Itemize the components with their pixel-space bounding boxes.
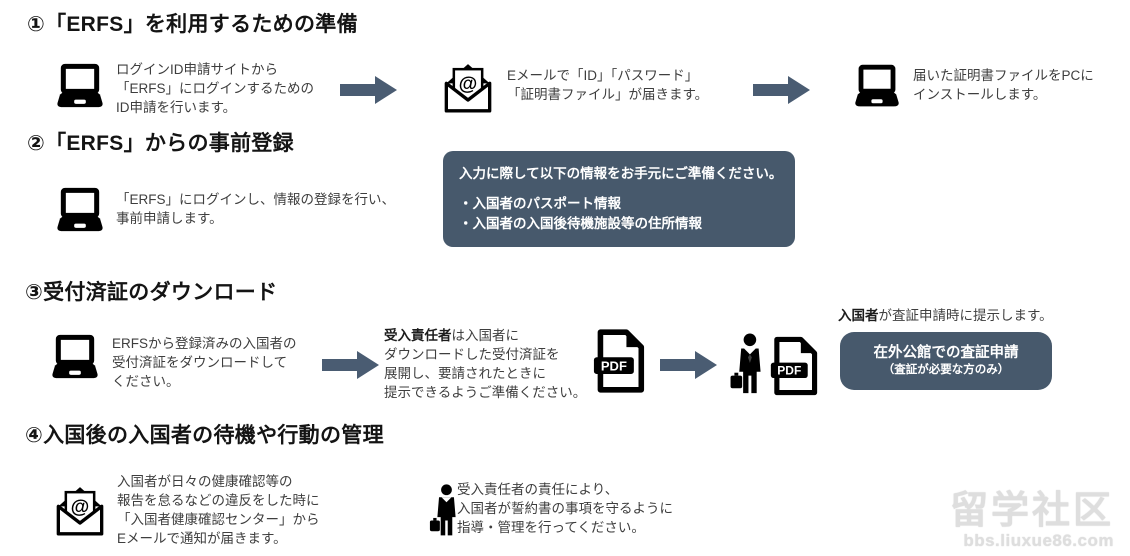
arrow-right-icon xyxy=(753,75,810,105)
watermark: 留学社区 bbs.liuxue86.com xyxy=(949,490,1114,551)
section4-step1-text: 入国者が日々の健康確認等の 報告を怠るなどの違反をした時に 「入国者健康確認セン… xyxy=(117,474,320,547)
section4-step2-text: 受入責任者の責任により、 入国者が誓約書の事項を守るように 指導・管理を行ってく… xyxy=(457,482,673,536)
preparation-info-panel: 入力に際して以下の情報をお手元にご準備ください。 ・入国者のパスポート情報 ・入… xyxy=(443,151,795,247)
email-envelope-icon: @ xyxy=(443,60,493,115)
pdf-file-icon: PDF xyxy=(770,336,818,396)
laptop-icon xyxy=(48,334,102,384)
svg-text:PDF: PDF xyxy=(601,358,627,373)
section3-step2-text: 受入責任者は入国者に ダウンロードした受付済証を 展開し、要請されたときに 提示… xyxy=(384,328,587,401)
traveler-person-icon xyxy=(729,333,765,395)
section1-step3-text: 届いた証明書ファイルをPCに インストールします。 xyxy=(913,68,1094,103)
section2-heading: ②「ERFS」からの事前登録 xyxy=(27,132,294,155)
arrow-right-icon xyxy=(660,350,717,380)
panel-item: ・入国者のパスポート情報 xyxy=(459,196,621,212)
section2-step-text: 「ERFS」にログインし、情報の登録を行い、 事前申請します。 xyxy=(116,192,396,227)
laptop-icon xyxy=(53,187,107,237)
section1-heading: ①「ERFS」を利用するための準備 xyxy=(27,13,358,36)
email-envelope-icon: @ xyxy=(55,483,105,538)
panel-item: ・入国者の入国後待機施設等の住所情報 xyxy=(459,215,702,231)
laptop-icon xyxy=(851,64,903,112)
responsible-person-bold: 受入責任者 xyxy=(384,328,452,343)
arrow-right-icon xyxy=(322,350,379,380)
svg-text:@: @ xyxy=(459,74,478,95)
visa-note-text: 入国者が査証申請時に提示します。 xyxy=(838,308,1053,323)
arrow-right-icon xyxy=(340,75,397,105)
traveler-person-icon xyxy=(429,484,459,537)
watermark-title: 留学社区 xyxy=(949,490,1114,533)
section1-step2-text: Eメールで「ID」「パスワード」 「証明書ファイル」が届きます。 xyxy=(507,68,709,103)
laptop-icon xyxy=(53,63,107,113)
visa-application-panel: 在外公館での査証申請 （査証が必要な方のみ） xyxy=(840,332,1052,390)
section1-step1-text: ログインID申請サイトから 「ERFS」にログインするための ID申請を行います… xyxy=(116,62,315,116)
entrant-bold: 入国者 xyxy=(838,308,879,323)
svg-text:PDF: PDF xyxy=(777,364,801,378)
section3-heading: ③受付済証のダウンロード xyxy=(25,281,278,304)
watermark-url: bbs.liuxue86.com xyxy=(963,531,1114,551)
svg-text:@: @ xyxy=(71,497,90,518)
section4-heading: ④入国後の入国者の待機や行動の管理 xyxy=(25,424,384,447)
pdf-file-icon: PDF xyxy=(593,328,645,394)
section3-step1-text: ERFSから登録済みの入国者の 受付済証をダウンロードして ください。 xyxy=(112,336,297,390)
visa-panel-title: 在外公館での査証申請 xyxy=(873,345,1019,362)
panel-item-list: ・入国者のパスポート情報 ・入国者の入国後待機施設等の住所情報 xyxy=(459,194,779,233)
panel-title: 入力に際して以下の情報をお手元にご準備ください。 xyxy=(459,166,783,181)
visa-panel-subtitle: （査証が必要な方のみ） xyxy=(882,363,1010,376)
